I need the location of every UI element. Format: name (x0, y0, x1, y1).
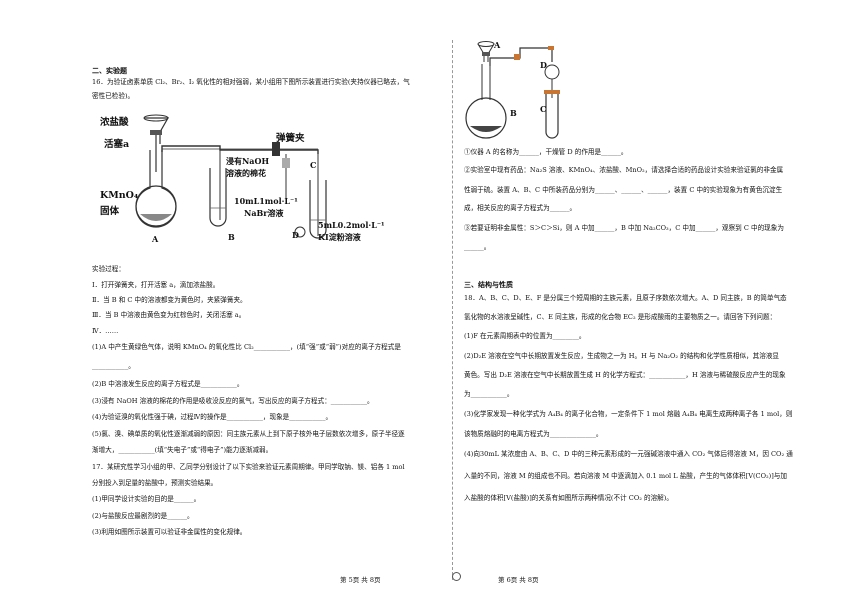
q17-2: (2)与盐酸反应最剧烈的是______。 (92, 512, 194, 520)
apparatus-drawing (135, 114, 327, 239)
page-divider (452, 40, 453, 580)
right-label-B: B (510, 108, 517, 118)
q17-c3-line-2: ______。 (464, 243, 491, 251)
q18-4-line-2: 入量的不同，溶液 M 的组成也不同。若向溶液 M 中逐滴加入 0.1 mol L… (464, 472, 787, 480)
label-kmno4: KMnO₄ (100, 190, 139, 201)
q17-c2-line-1: ②实验室中现有药品：Na₂S 溶液、KMnO₄、浓盐酸、MnO₂，请选择合适的药… (464, 166, 784, 174)
q16-5-line-2: 渐增大，___________(填“失电子”或“得电子”)能力逐渐减弱。 (92, 446, 273, 454)
label-B: B (228, 232, 235, 242)
label-cotton-2: 溶液的棉花 (226, 168, 266, 178)
q17-c2-line-3: 成，相关反应的离子方程式为______。 (464, 204, 577, 212)
q17-c1: ①仪器 A 的名称为______，干燥管 D 的作用是______。 (464, 148, 628, 156)
q16-line-2: 密性已检验)。 (92, 92, 135, 100)
step-3: Ⅲ．当 B 中溶液由黄色变为红棕色时，关闭活塞 a。 (92, 311, 246, 319)
q18-4-line-1: (4)向30mL 某浓度由 A、B、C、D 中的三种元素形成的一元强碱溶液中通入… (464, 450, 793, 458)
q18-3-line-1: (3)化学家发现一种化学式为 A₄B₄ 的离子化合物，一定条件下 1 mol 熔… (464, 410, 793, 418)
right-page: A B C D ①仪器 A 的名称为______，干燥管 D 的作用是_____… (448, 0, 860, 608)
q17-line-1: 17．某研究性学习小组的甲、乙同学分别设计了以下实验来验证元素周期律。甲同学取钠… (92, 463, 405, 471)
q18-2-line-3: 为___________。 (464, 390, 514, 398)
q17-3: (3)利用如图所示装置可以验证非金属性的变化规律。 (92, 528, 247, 536)
step-2: Ⅱ．当 B 和 C 中的溶液都变为黄色时，夹紧弹簧夹。 (92, 296, 247, 304)
q18-2-line-1: (2)D₂E 溶液在空气中长期放置发生反应，生成物之一为 H。H 与 Na₂O₂… (464, 352, 780, 360)
section-title-experiment: 二、实验题 (92, 66, 127, 75)
label-A: A (152, 234, 159, 244)
label-spring-clip: 弹簧夹 (276, 133, 305, 144)
q18-line-2: 氢化物的水溶液呈碱性，C、E 同主族，形成的化合物 EC₂ 是形成酸雨的主要物质… (464, 313, 777, 321)
q18-3-line-2: 该物质熔融时的电离方程式为______________。 (464, 430, 603, 438)
label-D: D (292, 230, 299, 240)
q16-1-line-1: (1)A 中产生黄绿色气体，说明 KMnO₄ 的氧化性比 Cl₂________… (92, 343, 401, 351)
left-page: 二、实验题 16．为验证卤素单质 Cl₂、Br₂、I₂ 氧化性的相对强弱，某小组… (92, 66, 410, 584)
process-title: 实验过程： (92, 265, 125, 273)
q17-line-2: 分别投入到足量的盐酸中，预测实验结果。 (92, 479, 218, 487)
q17-1: (1)甲同学设计实验的目的是______。 (92, 495, 201, 503)
step-4: Ⅳ．…… (92, 327, 119, 335)
q18-line-1: 18．A、B、C、D、E、F 是分属三个短周期的主族元素，且原子序数依次增大。A… (464, 294, 787, 302)
label-C: C (310, 160, 317, 170)
nonmetal-apparatus-drawing (465, 41, 560, 139)
q18-1: (1)F 在元素周期表中的位置为________。 (464, 332, 586, 340)
q16-line-1: 16．为验证卤素单质 Cl₂、Br₂、I₂ 氧化性的相对强弱，某小组用下图所示装… (92, 78, 410, 86)
q17-c2-line-2: 性弱于硫。装置 A、B、C 中所装药品分别为______、______、____… (464, 186, 783, 194)
label-stopcock-a: 活塞a (104, 139, 130, 150)
label-cotton-1: 浸有NaOH (226, 156, 270, 166)
q16-3: (3)浸有 NaOH 溶液的棉花的作用是吸收没反应的氯气，写出反应的离子方程式：… (92, 397, 374, 405)
label-conc-hcl: 浓盐酸 (100, 117, 129, 128)
label-nabr-solution: NaBr溶液 (244, 208, 284, 218)
q16-1-line-2: ___________。 (92, 362, 135, 370)
label-ki-conc: 5mL0.2mol·L⁻¹ (318, 220, 385, 230)
right-page-footer: 第 6页 共 8页 (498, 576, 539, 584)
q17-c3-line-1: ③若要证明非金属性：S＞C＞Si，则 A 中加______，B 中加 Na₂CO… (464, 224, 784, 232)
right-label-A: A (494, 40, 501, 50)
section-title-structure: 三、结构与性质 (464, 280, 513, 289)
q16-2: (2)B 中溶液发生反应的离子方程式是___________。 (92, 380, 244, 388)
q16-5-line-1: (5)氯、溴、碘单质的氧化性逐渐减弱的原因：同主族元素从上到下原子核外电子层数依… (92, 430, 405, 438)
binding-hole (452, 572, 461, 581)
right-label-C: C (540, 104, 547, 114)
q16-4: (4)为验证溴的氧化性强于碘，过程Ⅳ的操作是___________，现象是___… (92, 413, 333, 421)
q18-4-line-3: 入盐酸的体积[V(盐酸)]的关系有如图所示两种情况(不计 CO₂ 的溶解)。 (464, 494, 673, 502)
label-nabr-conc: 10mL1mol·L⁻¹ (234, 196, 298, 206)
q18-2-line-2: 黄色。写出 D₂E 溶液在空气中长期放置生成 H 的化学方程式：________… (464, 371, 786, 379)
label-ki-solution: KI淀粉溶液 (318, 232, 361, 242)
step-1: Ⅰ．打开弹簧夹，打开活塞 a，滴加浓盐酸。 (92, 281, 220, 289)
label-kmno4-solid: 固体 (100, 206, 120, 217)
right-label-D: D (540, 60, 547, 70)
left-page-footer: 第 5页 共 8页 (340, 576, 381, 584)
